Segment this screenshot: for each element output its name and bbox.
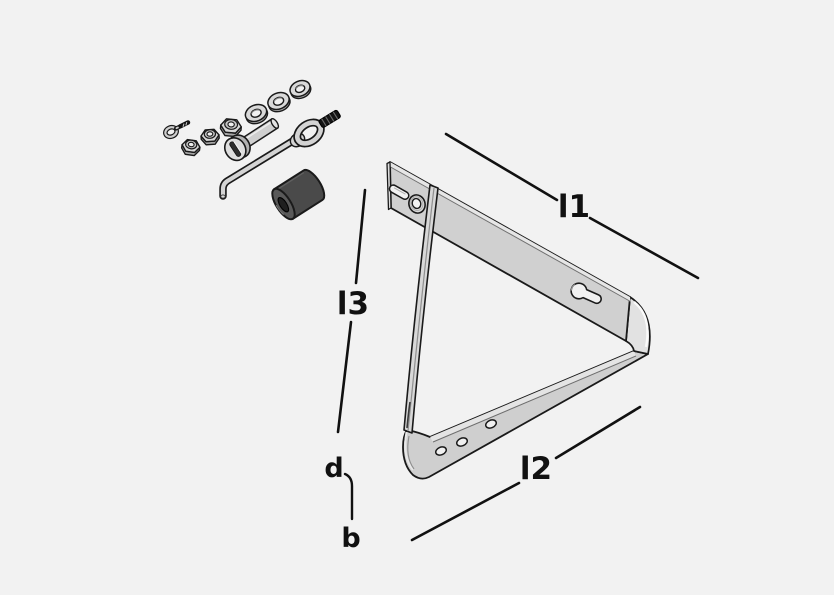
keyhole-slot — [570, 282, 603, 305]
bracket-right-bend — [625, 296, 651, 355]
dimension-b-label: b — [341, 523, 360, 554]
triangular-strap-bracket — [386, 161, 651, 480]
eye-screw — [163, 120, 191, 140]
dimensions-group — [336, 132, 700, 542]
rubber-roller — [271, 168, 326, 221]
dimension-l3-label: l3 — [337, 286, 369, 322]
dimension-l2-label: l2 — [520, 451, 552, 487]
edge-notch-slot — [388, 184, 410, 201]
washer-1 — [244, 103, 269, 125]
hex-nut — [219, 118, 242, 138]
dimension-l3-line-top — [354, 188, 367, 285]
threaded-stud — [318, 109, 341, 128]
dimension-d-label: d — [324, 453, 343, 484]
hardware-group — [163, 79, 341, 221]
bracket-bottom-bar — [402, 350, 649, 480]
chain-link — [289, 118, 325, 148]
washer-3 — [289, 79, 312, 100]
dimension-l2-line-left — [410, 481, 521, 542]
mounting-holes — [434, 419, 498, 456]
bracket-left-leg — [403, 184, 439, 434]
grommet-hole — [408, 194, 426, 214]
dimension-d-b-leader-line — [343, 472, 354, 521]
dimension-l3-line-bottom — [336, 320, 353, 434]
hook-rod-with-chain-link — [219, 109, 341, 200]
lock-nut-small — [180, 138, 201, 157]
dimension-l1-line-right — [588, 216, 700, 280]
slotted-pin-bolt — [223, 117, 280, 162]
dimension-l2-line-right — [554, 405, 642, 460]
washer-2 — [267, 91, 291, 113]
dimension-l1-label: l1 — [558, 189, 590, 225]
lock-nut-medium — [200, 128, 220, 146]
dimension-l1-line-left — [444, 132, 559, 202]
